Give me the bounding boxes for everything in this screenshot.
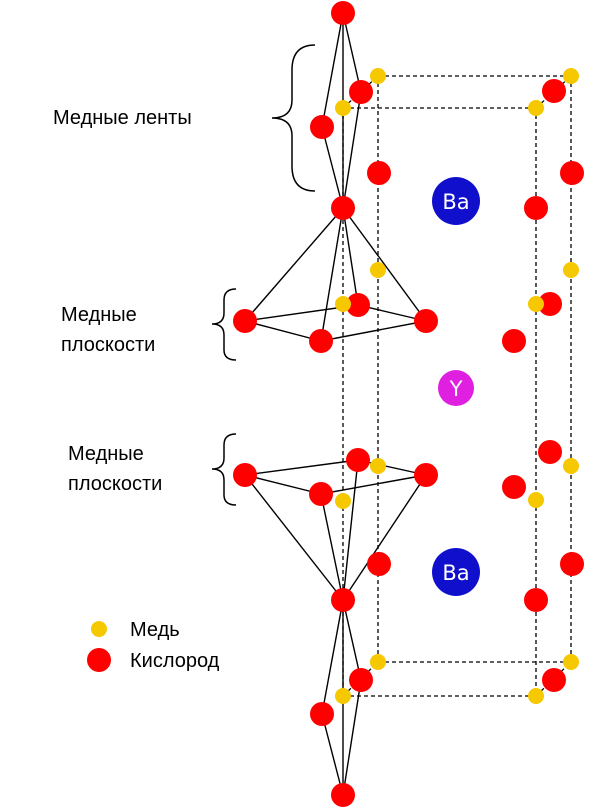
- legend: Медь Кислород: [87, 619, 220, 672]
- copper-atom: [528, 296, 544, 312]
- oxygen-atom: [414, 463, 438, 487]
- copper-atom: [335, 100, 351, 116]
- copper-atom: [528, 492, 544, 508]
- y-ion-label: Y: [449, 377, 463, 401]
- copper-atom: [370, 458, 386, 474]
- oxygen-atom: [524, 196, 548, 220]
- oxygen-atom: [349, 80, 373, 104]
- legend-oxygen-swatch: [87, 648, 111, 672]
- legend-copper-label: Медь: [130, 619, 180, 641]
- oxygen-atom: [560, 161, 584, 185]
- oxygen-atom: [233, 309, 257, 333]
- oxygen-atom: [346, 448, 370, 472]
- oxygen-atom: [331, 1, 355, 25]
- label-copper-planes-1-line1: Медные: [61, 304, 137, 326]
- copper-atom: [370, 68, 386, 84]
- oxygen-atom: [310, 115, 334, 139]
- brace-copper-planes-1: [211, 288, 237, 361]
- y-ion: Y: [438, 370, 474, 406]
- ba-ion-bottom-label: Ba: [442, 561, 469, 585]
- label-copper-chains: Медные ленты: [53, 107, 192, 129]
- label-copper-planes-1-line2: плоскости: [61, 334, 155, 356]
- brace-copper-planes-2: [211, 433, 237, 506]
- braces: [211, 44, 316, 506]
- legend-oxygen-label: Кислород: [130, 650, 220, 672]
- copper-atom: [335, 493, 351, 509]
- ba-ion-top: Ba: [432, 177, 480, 225]
- copper-atom: [563, 68, 579, 84]
- oxygen-atom: [331, 783, 355, 807]
- copper-atom: [563, 654, 579, 670]
- oxygen-atom: [309, 482, 333, 506]
- oxygen-atom: [560, 552, 584, 576]
- oxygen-atom: [524, 588, 548, 612]
- ba-ion-top-label: Ba: [442, 190, 469, 214]
- copper-atom: [563, 262, 579, 278]
- oxygen-atom: [542, 668, 566, 692]
- brace-copper-chains: [271, 44, 316, 192]
- copper-atom: [335, 688, 351, 704]
- oxygen-atom: [502, 475, 526, 499]
- oxygen-atom: [542, 79, 566, 103]
- label-copper-planes-2-line1: Медные: [68, 443, 144, 465]
- oxygen-atom: [309, 329, 333, 353]
- polyhedra-bonds: [244, 12, 427, 796]
- oxygen-atom: [349, 668, 373, 692]
- copper-atom: [528, 688, 544, 704]
- legend-copper-swatch: [91, 621, 107, 637]
- oxygen-atom: [331, 588, 355, 612]
- oxygen-atom: [502, 329, 526, 353]
- oxygen-atom: [233, 463, 257, 487]
- copper-atom: [370, 654, 386, 670]
- oxygen-atom: [538, 440, 562, 464]
- copper-atom: [528, 100, 544, 116]
- oxygen-atom: [346, 293, 370, 317]
- copper-atom: [370, 262, 386, 278]
- copper-atoms: [335, 68, 579, 704]
- oxygen-atom: [367, 552, 391, 576]
- oxygen-atom: [538, 292, 562, 316]
- copper-atom: [335, 296, 351, 312]
- oxygen-atoms: [233, 1, 584, 807]
- copper-atom: [563, 458, 579, 474]
- oxygen-atom: [367, 161, 391, 185]
- oxygen-atom: [414, 309, 438, 333]
- oxygen-atom: [310, 702, 334, 726]
- ba-ion-bottom: Ba: [432, 548, 480, 596]
- label-copper-planes-2-line2: плоскости: [68, 473, 162, 495]
- oxygen-atom: [331, 196, 355, 220]
